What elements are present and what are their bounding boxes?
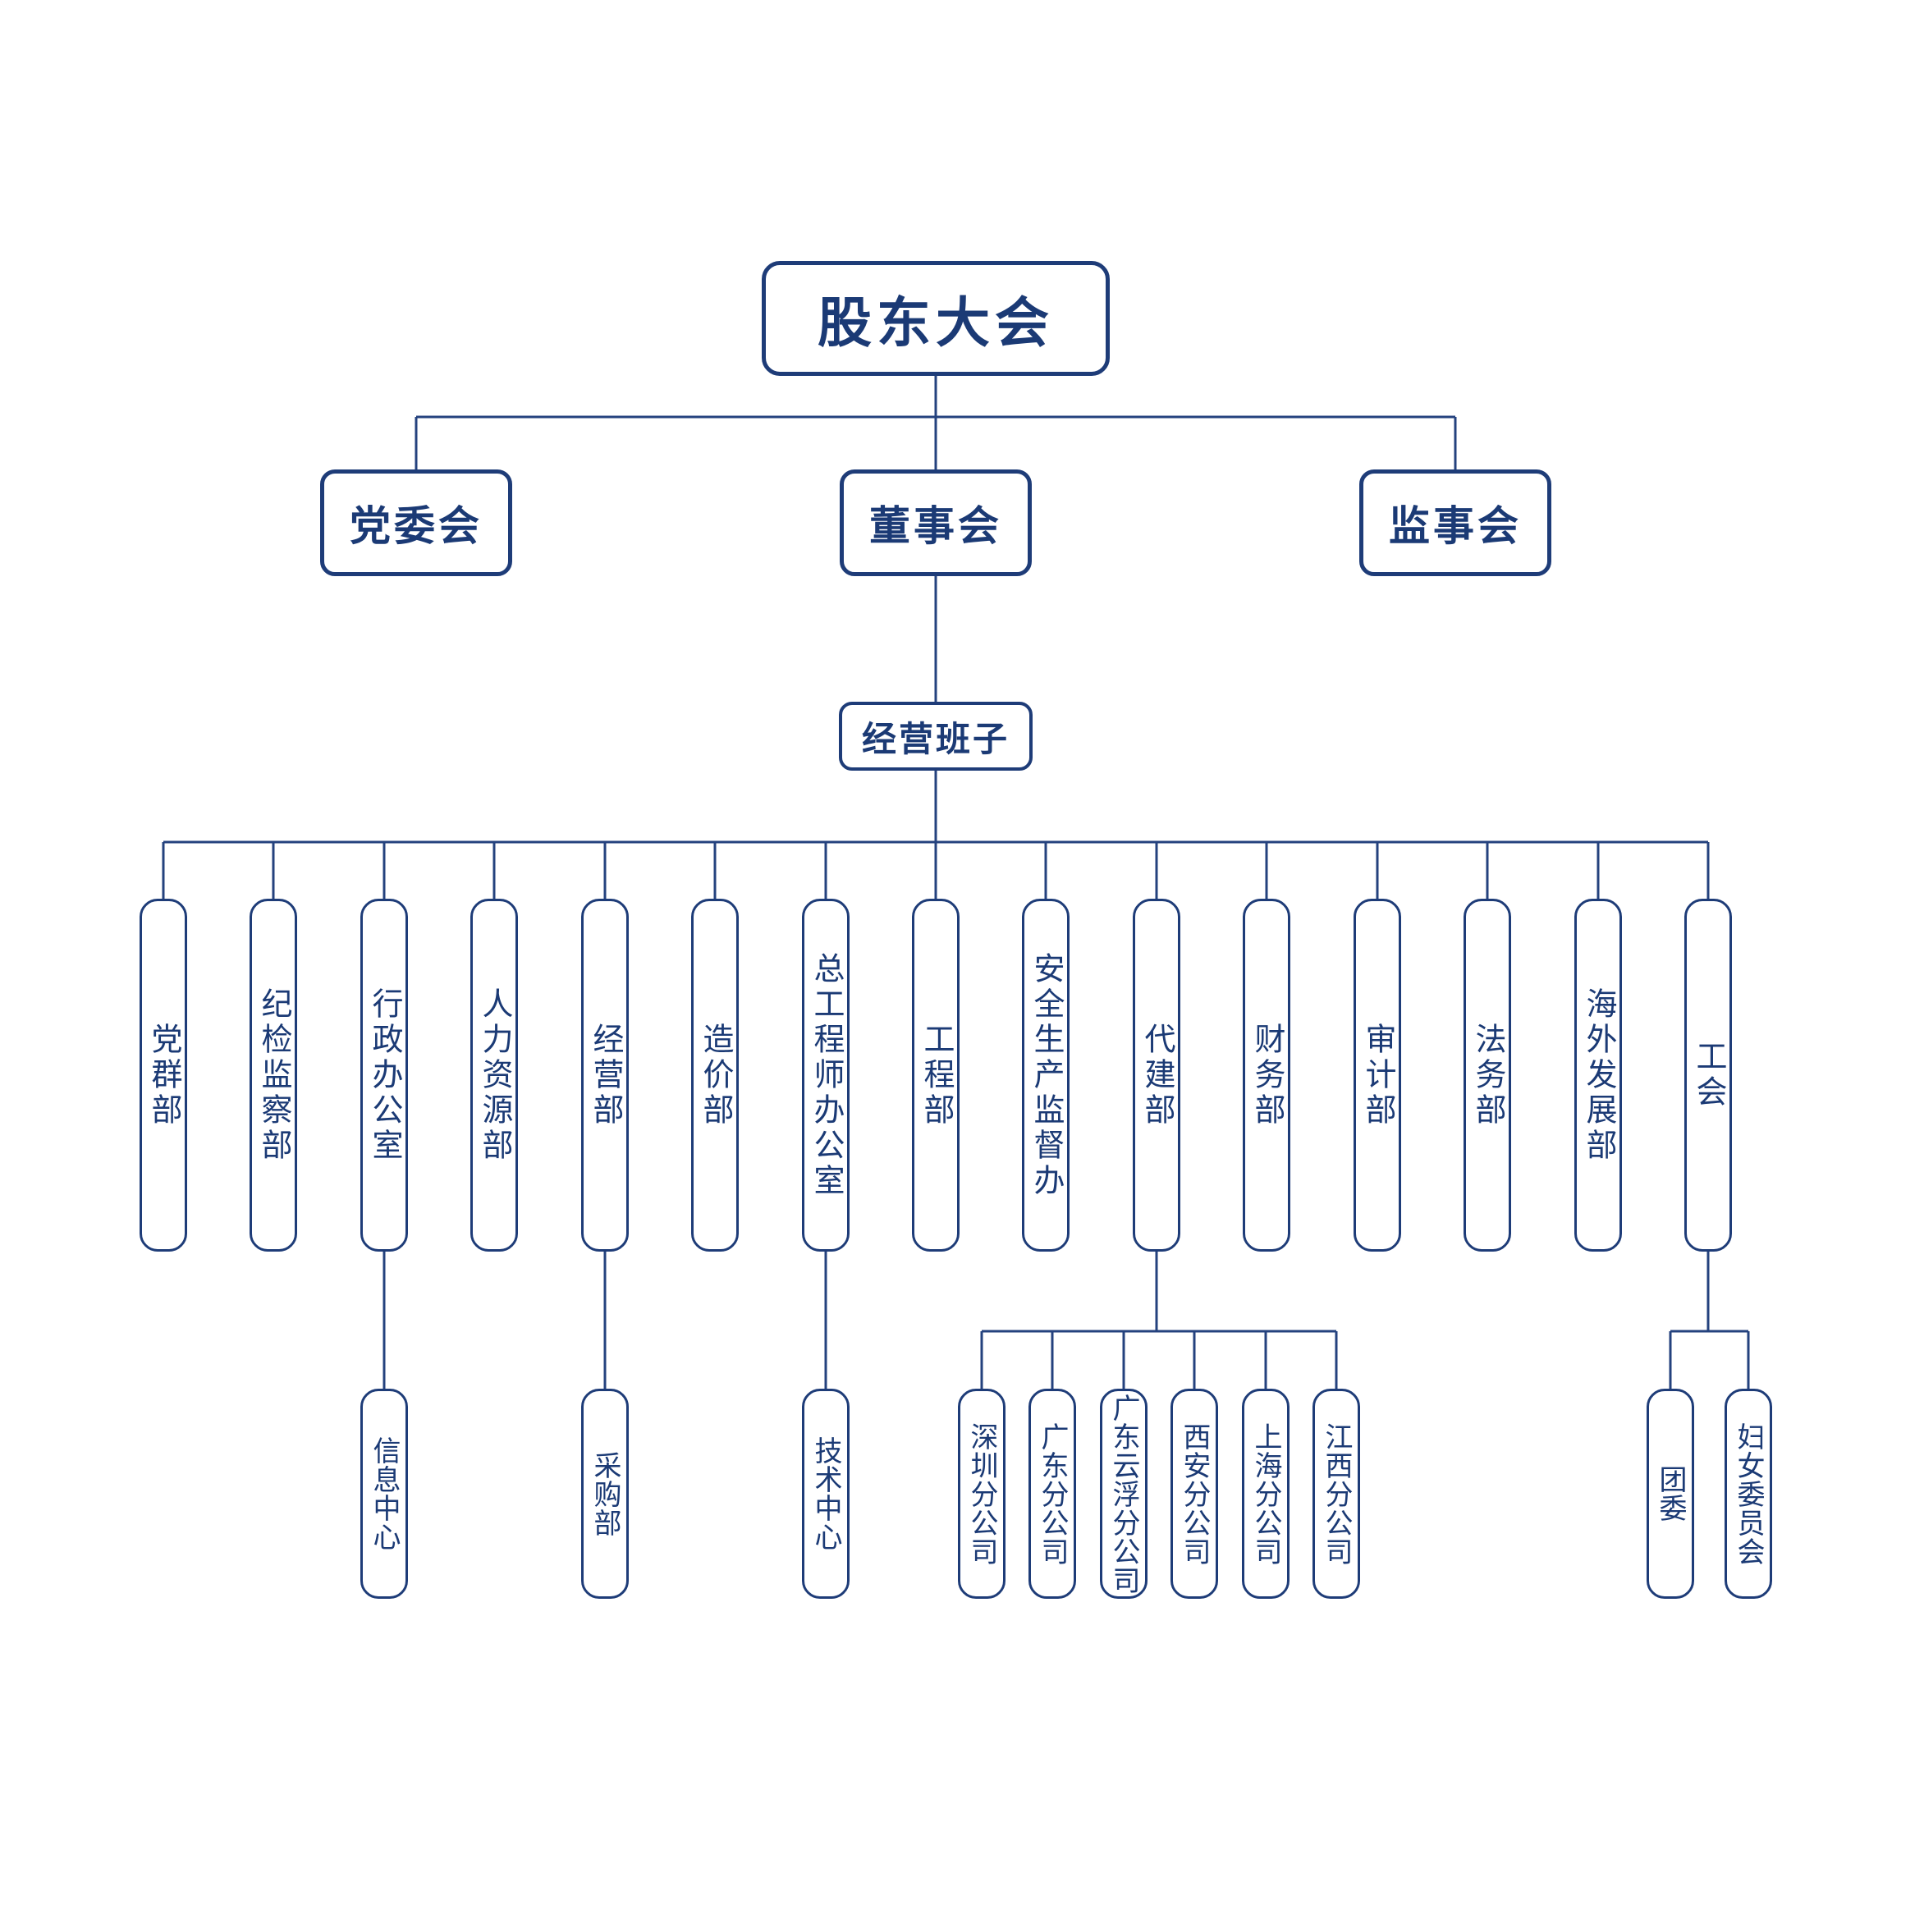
- dept-label: 经营部: [588, 1022, 622, 1129]
- child-label: 技术中心: [810, 1436, 841, 1551]
- node-jiangxi-branch: 江西分公司: [1312, 1389, 1360, 1599]
- child-label: 江西分公司: [1321, 1422, 1352, 1566]
- child-label: 妇女委员会: [1733, 1422, 1764, 1566]
- dept-label: 工会: [1691, 1040, 1725, 1110]
- dept-label: 安全生产监督办: [1028, 951, 1063, 1199]
- node-dept-labor-union: 工会: [1684, 899, 1732, 1252]
- dept-label: 工程部: [918, 1022, 953, 1129]
- node-party-committee: 党委会: [320, 469, 512, 576]
- child-label: 上海分公司: [1250, 1422, 1281, 1566]
- node-xian-branch: 西安分公司: [1170, 1389, 1218, 1599]
- node-dept-legal: 法务部: [1464, 899, 1511, 1252]
- dept-label: 海外发展部: [1581, 987, 1615, 1164]
- node-shanghai-branch: 上海分公司: [1242, 1389, 1290, 1599]
- dept-label: 总工程师办公室: [809, 951, 843, 1199]
- node-dept-discipline-inspection: 纪检监察部: [250, 899, 297, 1252]
- node-guangdong-branch: 广东分公司: [1028, 1389, 1076, 1599]
- node-dept-safety-supervision: 安全生产监督办: [1022, 899, 1070, 1252]
- node-dept-audit: 审计部: [1354, 899, 1401, 1252]
- dept-label: 行政办公室: [367, 987, 401, 1164]
- dept-label: 纪检监察部: [256, 987, 291, 1164]
- node-dept-engineering: 工程部: [912, 899, 960, 1252]
- node-dept-administration-office: 行政办公室: [360, 899, 408, 1252]
- dept-label: 造价部: [698, 1022, 732, 1129]
- dept-label: 财务部: [1249, 1022, 1284, 1129]
- dept-label: 党群部: [146, 1022, 181, 1129]
- child-label: 采购部: [589, 1450, 621, 1537]
- node-shenzhen-branch: 深圳分公司: [958, 1389, 1006, 1599]
- child-label: 广东分公司: [1037, 1422, 1068, 1566]
- node-dept-agent-construction: 代建部: [1133, 899, 1180, 1252]
- node-technology-center: 技术中心: [802, 1389, 850, 1599]
- child-label: 信息中心: [369, 1436, 400, 1551]
- node-youth-league-committee: 团委: [1647, 1389, 1694, 1599]
- node-dept-overseas-development: 海外发展部: [1574, 899, 1622, 1252]
- dept-label: 审计部: [1360, 1022, 1395, 1129]
- node-dept-chief-engineer-office: 总工程师办公室: [802, 899, 850, 1252]
- node-supervisory-board: 监事会: [1359, 469, 1551, 576]
- node-management-team: 经营班子: [839, 702, 1033, 771]
- dept-label: 人力资源部: [477, 987, 511, 1164]
- child-label: 深圳分公司: [966, 1422, 997, 1566]
- node-dept-party-masses: 党群部: [140, 899, 187, 1252]
- node-board-of-directors: 董事会: [840, 469, 1032, 576]
- child-label: 广东云浮分公司: [1108, 1393, 1139, 1595]
- node-procurement-dept: 采购部: [581, 1389, 629, 1599]
- node-shareholders-meeting: 股东大会: [762, 261, 1110, 376]
- node-dept-finance: 财务部: [1243, 899, 1290, 1252]
- dept-label: 法务部: [1470, 1022, 1505, 1129]
- child-label: 西安分公司: [1179, 1422, 1210, 1566]
- node-information-center: 信息中心: [360, 1389, 408, 1599]
- node-dept-human-resources: 人力资源部: [470, 899, 518, 1252]
- dept-label: 代建部: [1139, 1022, 1174, 1129]
- node-dept-cost-engineering: 造价部: [691, 899, 739, 1252]
- node-womens-committee: 妇女委员会: [1725, 1389, 1772, 1599]
- child-label: 团委: [1655, 1465, 1686, 1522]
- node-guangdong-yunfu-branch: 广东云浮分公司: [1100, 1389, 1148, 1599]
- node-dept-operations: 经营部: [581, 899, 629, 1252]
